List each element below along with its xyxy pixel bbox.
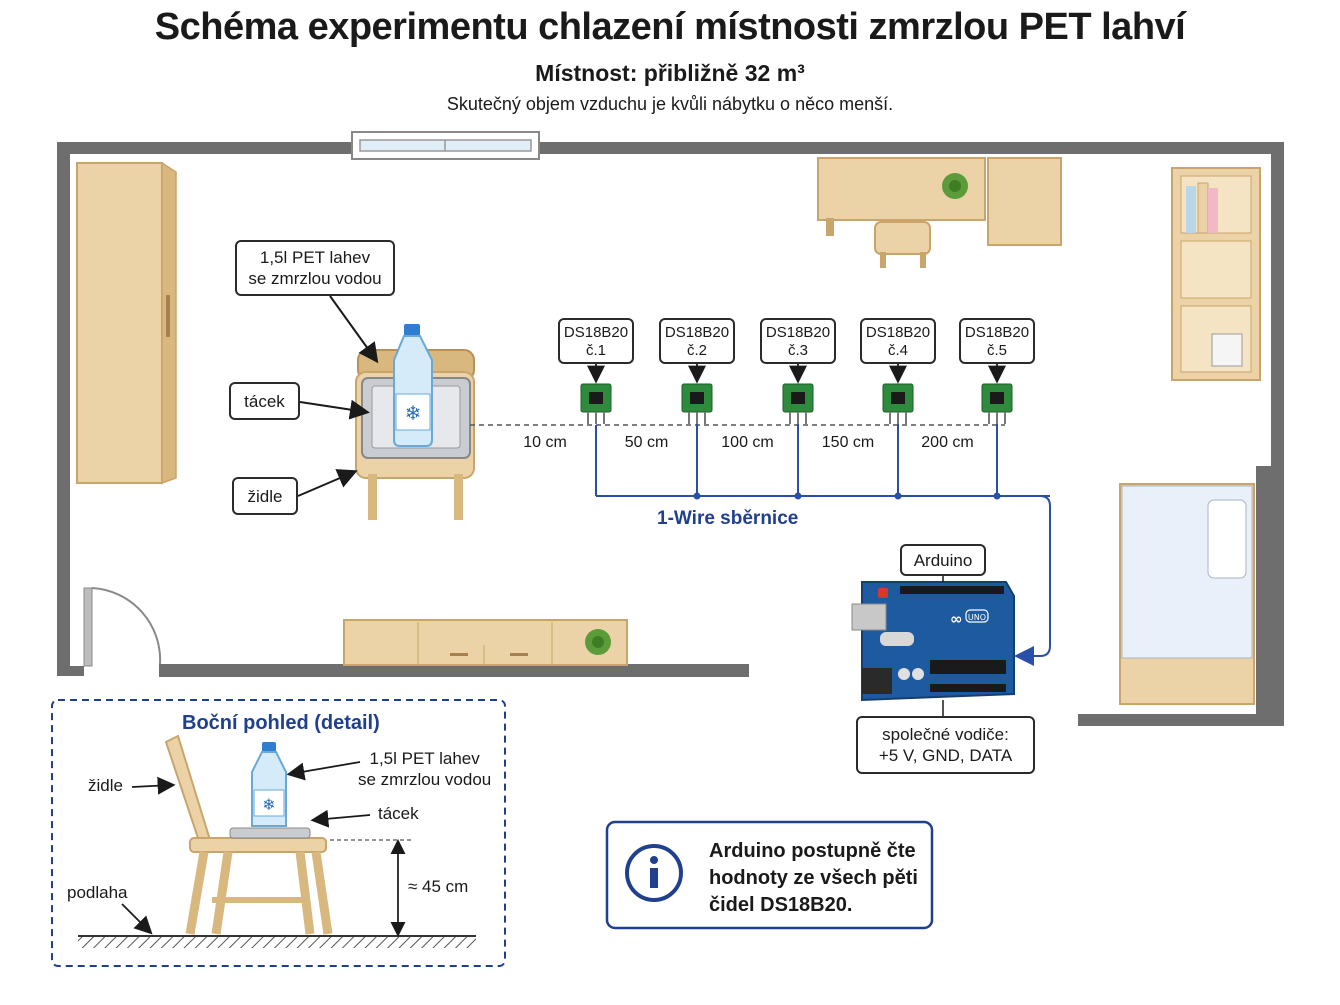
sensor-chip-2 (690, 392, 704, 404)
side-bottle-label: 1,5l PET lahev se zmrzlou vodou (358, 749, 492, 789)
bus-label: 1-Wire sběrnice (657, 508, 799, 529)
info-text: Arduino postupně čte hodnoty ze všech pě… (709, 840, 918, 916)
floor-label: podlaha (67, 883, 128, 902)
sideboard (343, 619, 628, 666)
window (351, 131, 540, 160)
one-wire-bus (595, 425, 1051, 666)
sensor-chip-1 (589, 392, 603, 404)
volume-note: Skutečný objem vzduchu je kvůli nábytku … (446, 94, 894, 114)
distance-label-3: 100 cm (721, 434, 774, 451)
sensor-chip-4 (891, 392, 905, 404)
svg-text:❄: ❄ (405, 401, 422, 425)
distance-label-5: 200 cm (921, 434, 974, 451)
page-title: Schéma experimentu chlazení místnosti zm… (154, 6, 1186, 48)
wardrobe (76, 161, 177, 485)
distance-label-2: 50 cm (624, 434, 669, 451)
tray-label: tácek (229, 382, 300, 420)
sensor-chip-3 (791, 392, 805, 404)
arduino-label: Arduino (900, 544, 986, 576)
bed (1119, 483, 1255, 705)
bottle-top-view: ❄ (393, 324, 433, 447)
distance-label-4: 150 cm (821, 434, 875, 451)
info-box-frame (605, 820, 934, 930)
svg-text:❄: ❄ (262, 795, 275, 814)
sensor-chip-5 (990, 392, 1004, 404)
desk-plant-icon (942, 173, 968, 199)
room-size: Místnost: přibližně 32 m³ (535, 60, 805, 86)
bottle-label: 1,5l PET lahev se zmrzlou vodou (235, 240, 395, 296)
side-tray-label: tácek (378, 804, 419, 823)
side-view-frame: ❄ (51, 699, 506, 967)
bookshelf (1171, 167, 1261, 381)
side-chair-label: židle (88, 776, 123, 795)
wires-label: společné vodiče: +5 V, GND, DATA (856, 716, 1035, 774)
arduino-board: ∞ UNO (851, 581, 1015, 702)
height-label: ≈ 45 cm (408, 877, 469, 896)
side-view-title: Boční pohled (detail) (182, 712, 380, 734)
room-walls (57, 142, 1284, 726)
svg-text:UNO: UNO (968, 613, 986, 622)
chair-label: židle (232, 477, 298, 515)
sideboard-plant-icon (585, 629, 611, 655)
door (83, 587, 162, 667)
desk (817, 157, 1062, 268)
distance-label-1: 10 cm (523, 434, 567, 451)
svg-text:∞: ∞ (950, 610, 963, 628)
